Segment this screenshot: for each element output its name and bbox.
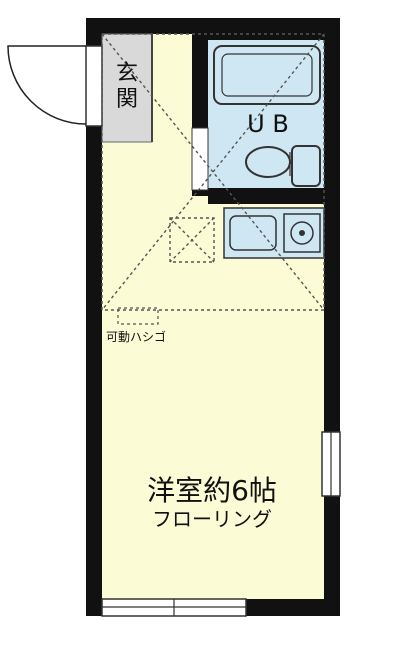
bath-door: [191, 127, 209, 191]
entrance-label-2: 関: [116, 87, 138, 112]
loft-hatch: [169, 217, 215, 263]
stove-burner-center: [299, 230, 305, 236]
entrance-label-1: 玄: [116, 61, 138, 86]
toilet-tank: [291, 145, 321, 187]
stove: [283, 213, 321, 253]
bath-label: U B: [247, 110, 289, 138]
loft-outline: [101, 33, 325, 311]
ladder-label: 可動ハシゴ: [106, 329, 166, 344]
room-title: 洋室約6帖: [147, 474, 277, 507]
kitchen-sink: [229, 215, 277, 251]
bath-area: [208, 40, 324, 188]
ladder-mark: [117, 307, 159, 325]
front-door-swing: [7, 45, 87, 125]
front-door-leaf: [85, 45, 103, 127]
bathtub-inner: [221, 53, 313, 97]
room-subtitle: フローリング: [152, 507, 272, 531]
stove-burner: [290, 221, 314, 245]
kitchen-wall: [208, 196, 324, 204]
entrance-area: [101, 33, 153, 143]
